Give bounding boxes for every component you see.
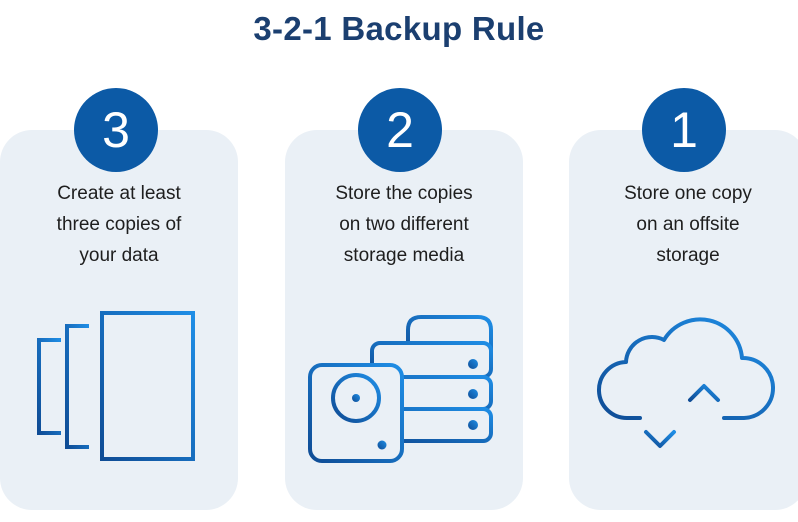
step-description: Store the copies on two different storag… [285, 178, 523, 271]
step-number-badge: 2 [358, 88, 442, 172]
page-title: 3-2-1 Backup Rule [253, 10, 545, 47]
storage-media-icon [308, 315, 493, 463]
step-description-line: storage media [343, 245, 465, 266]
step-card-offsite [569, 130, 798, 510]
cloud-sync-icon [597, 317, 775, 454]
step-description-line: your data [79, 245, 159, 266]
step-description: Store one copy on an offsite storage [569, 178, 798, 271]
step-description-line: Store the copies [335, 183, 473, 204]
step-card-copies [0, 130, 238, 510]
step-description-line: Store one copy [624, 183, 752, 204]
step-description-line: storage [656, 245, 720, 266]
step-number-badge: 1 [642, 88, 726, 172]
step-description-line: on an offsite [636, 214, 740, 235]
step-description: Create at least three copies of your dat… [0, 178, 238, 271]
step-description-line: Create at least [57, 183, 181, 204]
step-number-badge: 3 [74, 88, 158, 172]
step-description-line: on two different [339, 214, 469, 235]
step-description-line: three copies of [56, 214, 182, 235]
copies-icon [37, 311, 195, 461]
